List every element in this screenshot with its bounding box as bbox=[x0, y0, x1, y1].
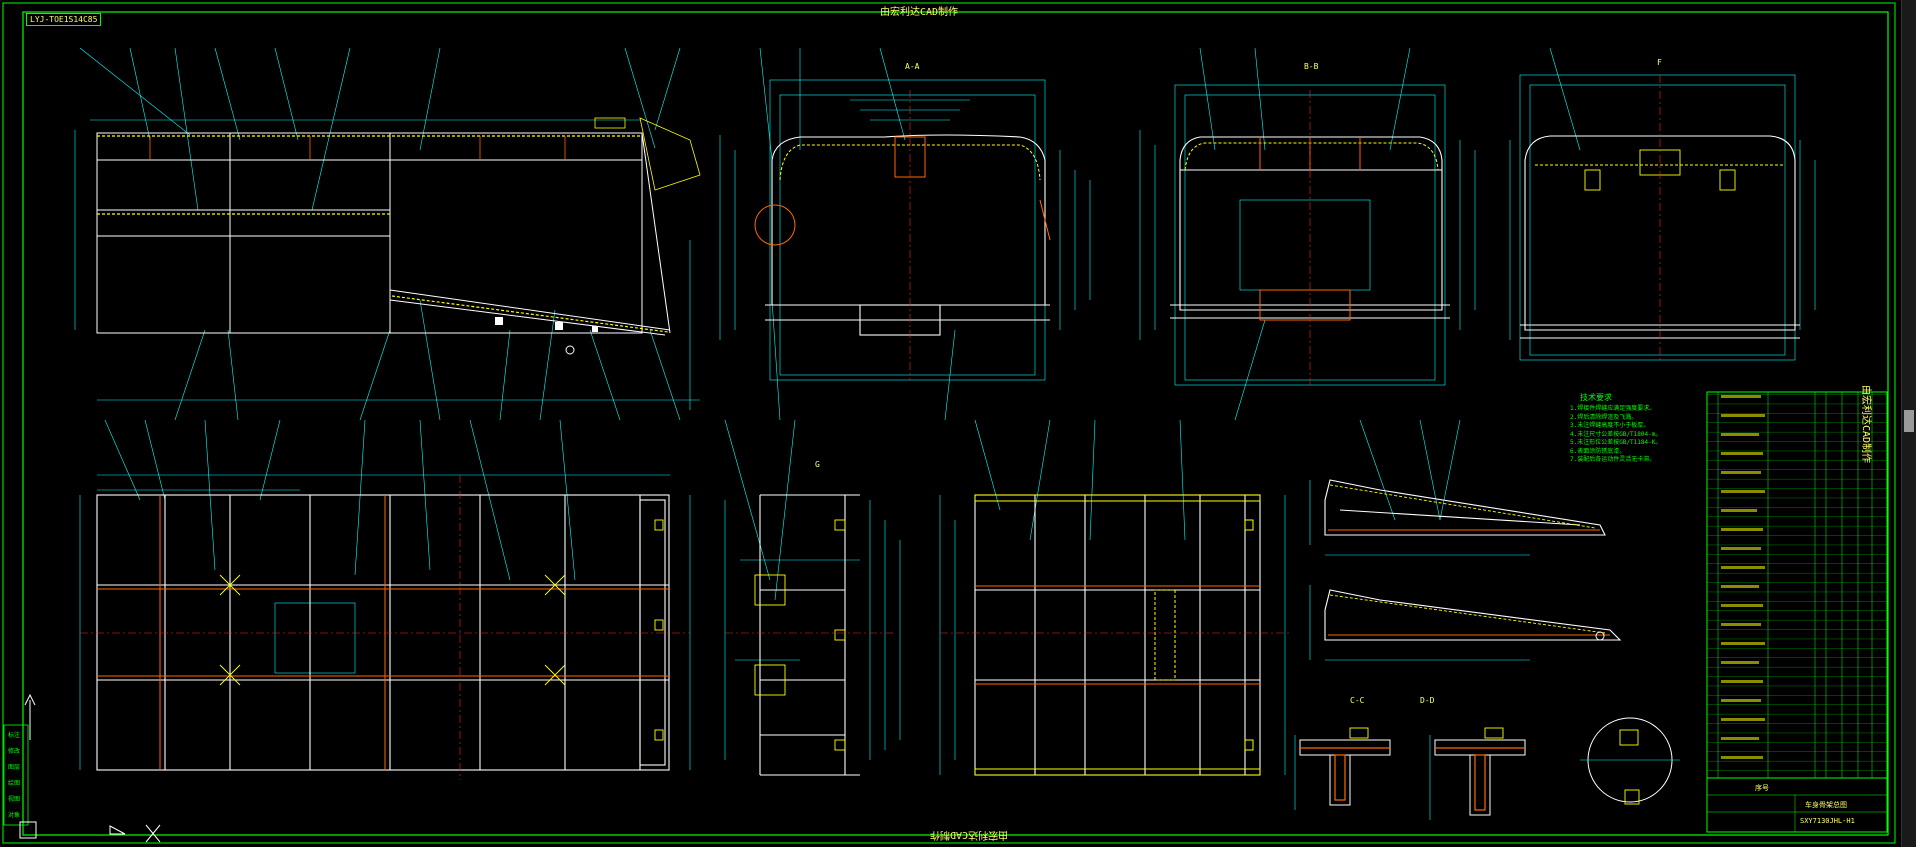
sheet-id-label: LYJ-TOE1S14C85 bbox=[26, 13, 102, 26]
side-elevation-view bbox=[74, 47, 701, 421]
tech-note: 5.未注形位公差按GB/T1184-K。 bbox=[1570, 439, 1662, 446]
bom-table bbox=[1706, 391, 1888, 833]
toolbar-item[interactable]: 视图 bbox=[7, 796, 20, 803]
view-f bbox=[1509, 47, 1816, 361]
section-a-label: A-A bbox=[905, 62, 920, 71]
section-d-label: D-D bbox=[1420, 696, 1435, 705]
toolbar-item[interactable]: 对象 bbox=[7, 812, 20, 819]
inner-border bbox=[22, 11, 1889, 836]
vertical-scrollbar[interactable] bbox=[1901, 0, 1916, 847]
tech-note: 4.未注尺寸公差按GB/T1804-m。 bbox=[1570, 430, 1662, 438]
section-c-label: C-C bbox=[1350, 696, 1365, 705]
tech-requirements-title: 技术要求 bbox=[1580, 393, 1612, 402]
toolbar-item[interactable]: 图层 bbox=[7, 764, 20, 771]
rear-plan-view bbox=[939, 419, 1290, 776]
ramp-detail-views bbox=[1309, 419, 1622, 661]
toolbar-item[interactable]: 标注 bbox=[7, 732, 20, 739]
left-toolbar-frame bbox=[3, 724, 29, 826]
view-f-label: F bbox=[1657, 58, 1662, 67]
detail-g-label: G bbox=[815, 460, 820, 469]
detail-g-view bbox=[724, 419, 901, 776]
tech-note: 2.焊后清除焊渣及飞溅。 bbox=[1570, 413, 1638, 421]
floor-plan-view bbox=[79, 419, 691, 780]
tech-note: 7.装配后各运动件灵活无卡滞。 bbox=[1570, 456, 1656, 463]
drawing-title-right: 由宏利达CAD制作 bbox=[1860, 385, 1871, 464]
left-toolbar: 标注 修改 图层 绘图 视图 对象 bbox=[2, 728, 26, 824]
drawing-title-top: 由宏利达CAD制作 bbox=[880, 7, 959, 18]
bom-drawing-code: SXY7130JHL-H1 bbox=[1800, 817, 1855, 825]
tech-note: 3.未注焊缝高度不小于板厚。 bbox=[1570, 422, 1650, 429]
tech-note: 1.焊接件焊缝应满足强度要求。 bbox=[1570, 405, 1656, 412]
tech-note: 6.表面涂防锈底漆。 bbox=[1570, 447, 1626, 455]
toolbar-item[interactable]: 绘图 bbox=[7, 780, 20, 787]
scrollbar-thumb[interactable] bbox=[1904, 410, 1914, 432]
section-a-view bbox=[719, 47, 1091, 421]
section-b-view bbox=[1139, 47, 1476, 421]
tech-requirements-notes: 1.焊接件焊缝应满足强度要求。 2.焊后清除焊渣及飞溅。 3.未注焊缝高度不小于… bbox=[1570, 405, 1661, 465]
bom-header-label: 序号 bbox=[1755, 784, 1769, 792]
toolbar-item[interactable]: 修改 bbox=[7, 748, 20, 755]
ucs-icon bbox=[19, 693, 161, 843]
small-section-details bbox=[1294, 717, 1680, 820]
bom-drawing-name: 车身骨架总图 bbox=[1805, 801, 1847, 809]
drawing-title-bottom: 由宏利达CAD制作 bbox=[930, 829, 1009, 840]
section-b-label: B-B bbox=[1304, 62, 1319, 71]
